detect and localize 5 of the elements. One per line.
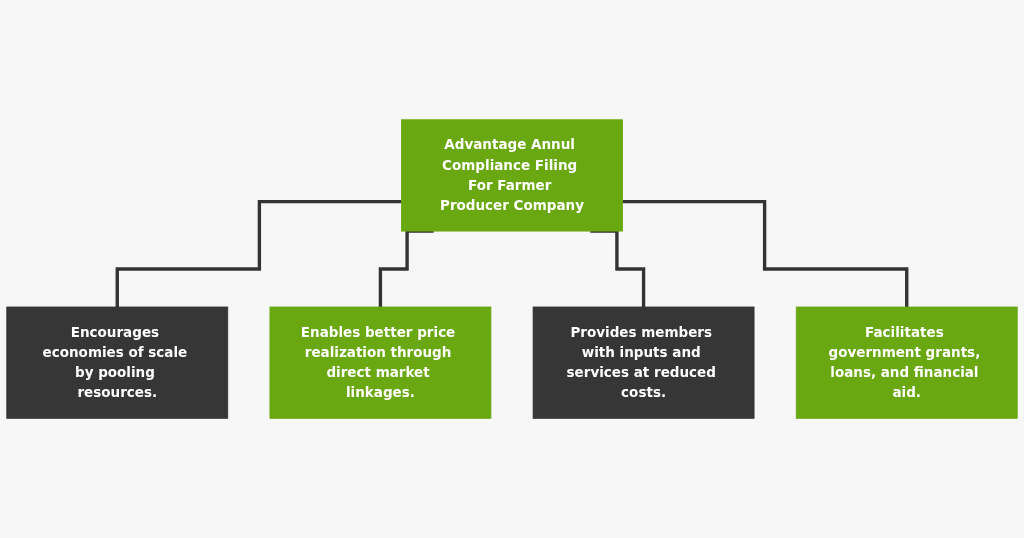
- node-box: Encourages economies of scale by pooling resources.: [6, 306, 229, 419]
- node-box: Provides members with inputs and services at reduced costs.: [532, 306, 755, 419]
- node-box: Facilitates government grants, loans, and financial aid.: [795, 306, 1018, 419]
- node-box: Enables better price realization through direct market linkages.: [269, 306, 492, 419]
- node-box: Advantage Annul Compliance Filing For Farmer Producer Company: [401, 119, 623, 232]
